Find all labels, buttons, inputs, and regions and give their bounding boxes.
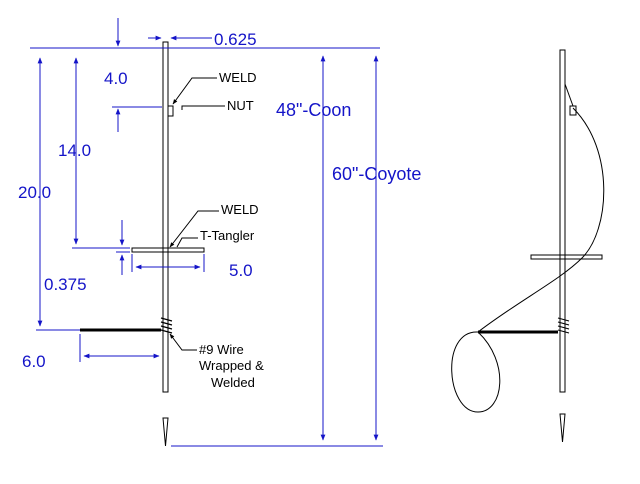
- right-view: [451, 49, 605, 443]
- dim-tangler-thickness: 0.375: [44, 275, 87, 294]
- label-wire-line2: Wrapped &: [199, 358, 264, 373]
- ground-spike-assembled: [559, 413, 566, 443]
- dim-wire-offset: 20.0: [18, 183, 51, 202]
- dim-wire-length: 6.0: [22, 352, 46, 371]
- stake-rod-assembled: [559, 49, 566, 393]
- label-weld-top: WELD: [219, 70, 257, 85]
- label-nut: NUT: [227, 98, 254, 113]
- cable-top: [564, 83, 574, 107]
- t-tangler-assembled: [530, 254, 603, 260]
- stake-rod: [162, 41, 169, 393]
- dim-tangler-length: 5.0: [229, 261, 253, 280]
- label-wire-line3: Welded: [211, 375, 255, 390]
- label-t-tangler: T-Tangler: [200, 228, 255, 243]
- dim-coon-height: 48"-Coon: [276, 100, 351, 120]
- dim-nut-offset: 4.0: [104, 69, 128, 88]
- dim-rod-width: 0.625: [214, 30, 257, 49]
- label-wire-line1: #9 Wire: [199, 342, 244, 357]
- ground-spike: [162, 417, 169, 447]
- label-weld-mid: WELD: [221, 202, 259, 217]
- left-view: 0.625 4.0 14.0 20.0 0.375 5.0 6.0 48"-Co…: [18, 18, 421, 447]
- dim-coyote-height: 60"-Coyote: [332, 164, 421, 184]
- wire-wraps-assembled: [557, 317, 570, 334]
- snare-loop: [451, 331, 501, 413]
- nut-shape: [167, 105, 174, 117]
- t-tangler-plate: [131, 247, 205, 253]
- cable-loop: [477, 107, 605, 333]
- wire-wraps: [160, 317, 173, 334]
- dim-tangler-offset: 14.0: [58, 141, 91, 160]
